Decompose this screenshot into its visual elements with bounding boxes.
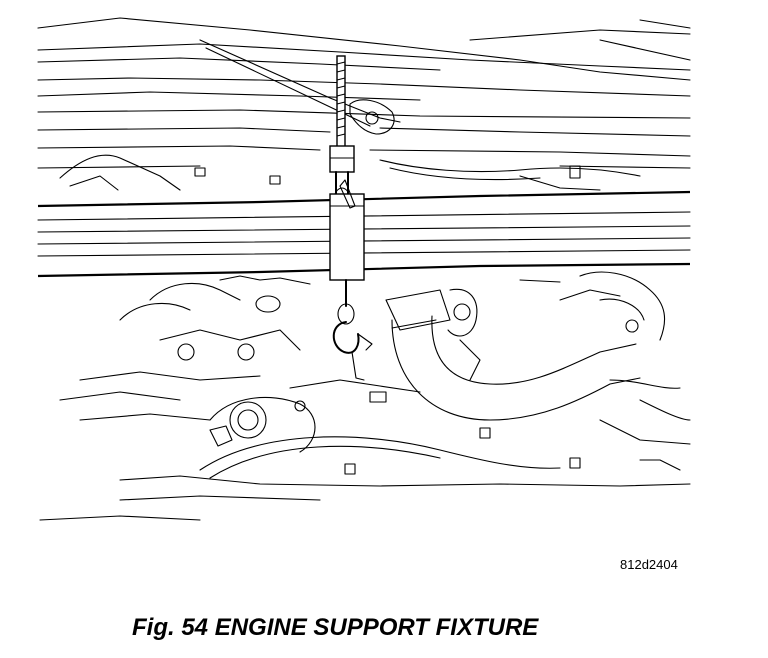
support-beam (37, 190, 691, 278)
engine-components (39, 271, 691, 521)
support-fixture-hook (329, 55, 373, 381)
figure-code: 812d2404 (620, 557, 678, 572)
wiper-arm (199, 39, 401, 135)
figure-caption: Fig. 54 ENGINE SUPPORT FIXTURE (132, 614, 539, 641)
harness-lines (59, 154, 641, 191)
cowl-background-lines (37, 17, 691, 169)
